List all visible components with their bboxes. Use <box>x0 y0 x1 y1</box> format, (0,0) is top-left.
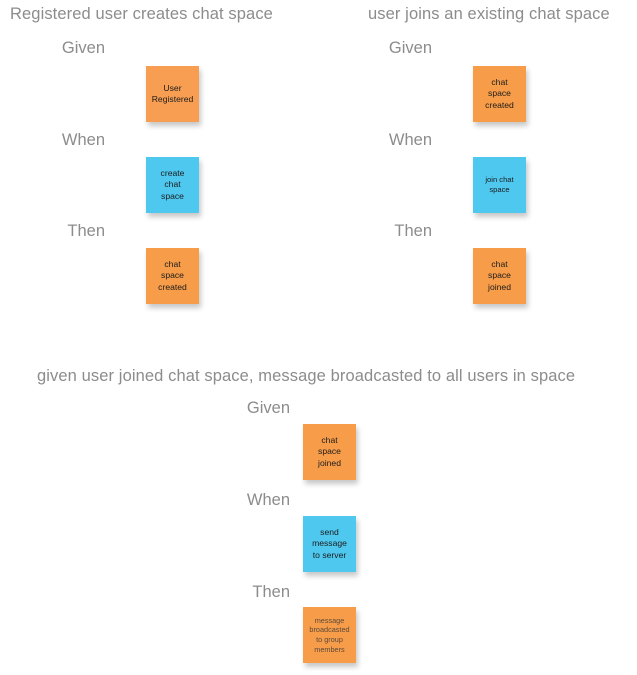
sticky-note-chat-space-joined[interactable]: chat space joined <box>303 424 356 480</box>
scenario-title: Registered user creates chat space <box>10 5 273 23</box>
sticky-note-chat-space-joined[interactable]: chat space joined <box>473 248 526 304</box>
note-line: message <box>314 615 345 625</box>
note-line: created <box>158 281 187 292</box>
note-line: joined <box>488 281 511 292</box>
note-line: space <box>489 185 510 194</box>
note-line: space <box>488 88 511 99</box>
step-label-when: When <box>61 131 105 149</box>
sticky-note-send-message-to-server[interactable]: send message to server <box>303 516 356 572</box>
step-label-then: Then <box>252 583 290 601</box>
note-line: message <box>312 538 347 549</box>
note-line: chat <box>164 258 181 269</box>
note-line: broadcasted <box>309 625 350 635</box>
note-line: space <box>161 270 184 281</box>
note-line: created <box>485 99 514 110</box>
step-label-when: When <box>388 131 432 149</box>
note-line: User <box>163 82 182 93</box>
note-line: create <box>160 167 185 178</box>
scenario-title: user joins an existing chat space <box>368 5 610 23</box>
note-line: space <box>161 190 184 201</box>
sticky-note-create-chat-space[interactable]: create chat space <box>146 157 199 213</box>
step-label-then: Then <box>67 222 105 240</box>
note-line: chat <box>164 179 181 190</box>
step-label-given: Given <box>388 39 432 57</box>
sticky-note-chat-space-created[interactable]: chat space created <box>146 248 199 304</box>
step-label-when: When <box>246 491 290 509</box>
note-line: members <box>314 644 345 654</box>
note-line: chat <box>491 76 508 87</box>
step-label-given: Given <box>61 39 105 57</box>
step-label-given: Given <box>246 399 290 417</box>
note-line: joined <box>318 457 341 468</box>
sticky-note-join-chat-space[interactable]: join chat space <box>473 157 526 213</box>
sticky-note-chat-space-created[interactable]: chat space created <box>473 66 526 122</box>
note-line: Registered <box>151 94 194 104</box>
note-line: to server <box>312 549 347 560</box>
note-line: space <box>318 446 341 457</box>
sticky-note-message-broadcasted-to-group-members[interactable]: message broadcasted to group members <box>303 607 356 663</box>
note-line: chat <box>491 258 508 269</box>
note-line: join chat <box>485 175 514 184</box>
sticky-note-user-registered[interactable]: User Registered <box>146 66 199 122</box>
note-line: chat <box>321 434 338 445</box>
note-line: space <box>488 270 511 281</box>
step-label-then: Then <box>394 222 432 240</box>
scenario-title: given user joined chat space, message br… <box>37 367 576 385</box>
note-line: send <box>320 526 339 537</box>
note-line: to group <box>316 635 343 644</box>
